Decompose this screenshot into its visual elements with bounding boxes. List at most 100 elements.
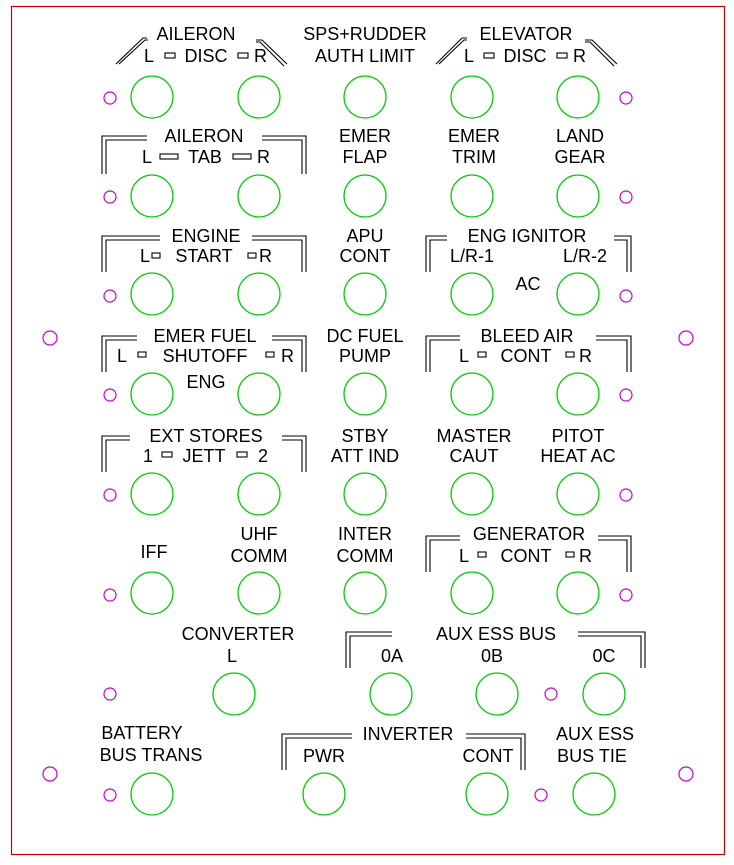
emer-flap-line2: FLAP: [342, 147, 387, 167]
emer-fuel-l: L: [117, 346, 127, 366]
mount-hole: [619, 488, 633, 502]
aileron-disc-bracket: [115, 37, 148, 65]
inverter-bracket-r: [466, 733, 526, 770]
indicator-box: [565, 551, 575, 558]
aileron-disc-mid: DISC: [184, 46, 227, 66]
inter-line1: INTER: [338, 524, 392, 544]
breaker-dc-fuel-pump[interactable]: [343, 372, 387, 416]
breaker-aux-ess-bus-tie[interactable]: [572, 772, 616, 816]
generator-bracket: [425, 535, 460, 572]
uhf-line1: UHF: [241, 524, 278, 544]
aux-bus-0a: 0A: [381, 646, 403, 666]
emer-fuel-bracket-r: [272, 335, 307, 372]
breaker-generator-r[interactable]: [556, 571, 600, 615]
breaker-eng-ignitor-1[interactable]: [450, 272, 494, 316]
converter-line1: CONVERTER: [182, 624, 295, 644]
master-line1: MASTER: [436, 426, 511, 446]
breaker-bleed-air-r[interactable]: [556, 372, 600, 416]
mount-hole: [619, 91, 633, 105]
breaker-inverter-cont[interactable]: [465, 772, 509, 816]
breaker-battery-bus-trans[interactable]: [130, 772, 174, 816]
inverter-pwr: PWR: [303, 746, 345, 766]
breaker-stby-att-ind[interactable]: [343, 472, 387, 516]
breaker-inverter-pwr[interactable]: [302, 772, 346, 816]
ext-stores-1: 1: [143, 446, 153, 466]
breaker-inter-comm[interactable]: [343, 571, 387, 615]
circuit-breakers[interactable]: [130, 75, 626, 816]
ext-stores-bracket-r: [282, 435, 307, 472]
bleed-title: BLEED AIR: [480, 326, 573, 346]
labels: AILERON L DISC R SPS+RUDDER AUTH LIMIT E…: [100, 24, 634, 766]
breaker-aileron-disc-l[interactable]: [130, 75, 174, 119]
breaker-aux-bus-0b[interactable]: [475, 672, 519, 716]
pitot-line1: PITOT: [552, 426, 605, 446]
indicator-box: [565, 351, 575, 358]
breaker-elevator-disc-r[interactable]: [556, 75, 600, 119]
group-brackets: [101, 37, 646, 770]
ext-stores-title: EXT STORES: [149, 426, 262, 446]
generator-r: R: [579, 546, 592, 566]
mount-hole: [544, 687, 558, 701]
stby-line2: ATT IND: [331, 446, 399, 466]
breaker-iff[interactable]: [130, 571, 174, 615]
mount-hole: [42, 766, 58, 782]
breaker-aileron-tab-l[interactable]: [130, 174, 174, 218]
sps-rudder-line1: SPS+RUDDER: [303, 24, 427, 44]
mount-hole: [103, 588, 117, 602]
mount-hole: [619, 190, 633, 204]
breaker-aux-bus-0c[interactable]: [582, 672, 626, 716]
breaker-sps-rudder-auth-limit[interactable]: [343, 75, 387, 119]
breaker-converter-l[interactable]: [212, 672, 256, 716]
breaker-bleed-air-l[interactable]: [450, 372, 494, 416]
breaker-pitot-heat[interactable]: [556, 472, 600, 516]
land-gear-line2: GEAR: [554, 147, 605, 167]
mount-hole: [103, 289, 117, 303]
breaker-ext-stores-1[interactable]: [130, 472, 174, 516]
breaker-elevator-disc-l[interactable]: [450, 75, 494, 119]
emer-fuel-r: R: [281, 346, 294, 366]
indicator-box: [161, 451, 173, 458]
aileron-tab-bracket-r: [262, 135, 307, 174]
engine-title: ENGINE: [171, 226, 240, 246]
aux-bus-0b: 0B: [481, 646, 503, 666]
mount-hole: [103, 91, 117, 105]
aileron-disc-l: L: [144, 46, 154, 66]
breaker-generator-l[interactable]: [450, 571, 494, 615]
breaker-emer-flap[interactable]: [343, 174, 387, 218]
breaker-aileron-tab-r[interactable]: [237, 174, 281, 218]
aux-tie-line1: AUX ESS: [556, 724, 634, 744]
breaker-emer-fuel-r[interactable]: [237, 372, 281, 416]
generator-bracket-r: [598, 535, 632, 572]
mount-hole: [619, 588, 633, 602]
indicator-box: [477, 551, 487, 558]
breaker-uhf-comm[interactable]: [237, 571, 281, 615]
indicator-boxes: [137, 52, 575, 558]
bleed-bracket-r: [596, 335, 632, 372]
elevator-disc-r: R: [573, 46, 586, 66]
aux-bus-0c: 0C: [592, 646, 615, 666]
breaker-emer-trim[interactable]: [450, 174, 494, 218]
breaker-emer-fuel-l[interactable]: [130, 372, 174, 416]
ext-stores-2: 2: [258, 446, 268, 466]
breaker-apu-cont[interactable]: [343, 272, 387, 316]
generator-mid: CONT: [501, 546, 552, 566]
breaker-aux-bus-0a[interactable]: [369, 672, 413, 716]
aux-bus-bracket-r: [578, 631, 646, 668]
emer-flap-line1: EMER: [339, 126, 391, 146]
mount-hole: [678, 330, 694, 346]
bleed-r: R: [579, 346, 592, 366]
indicator-box: [232, 153, 252, 160]
mount-hole: [103, 687, 117, 701]
inverter-title: INVERTER: [363, 724, 454, 744]
breaker-ext-stores-2[interactable]: [237, 472, 281, 516]
breaker-master-caut[interactable]: [450, 472, 494, 516]
breaker-land-gear[interactable]: [556, 174, 600, 218]
breaker-eng-ignitor-2[interactable]: [556, 272, 600, 316]
aileron-tab-mid: TAB: [188, 147, 222, 167]
breaker-engine-start-l[interactable]: [130, 272, 174, 316]
aileron-disc-bracket-r: [256, 39, 288, 67]
ignitor-left: L/R-1: [450, 246, 494, 266]
breaker-aileron-disc-r[interactable]: [237, 75, 281, 119]
breaker-engine-start-r[interactable]: [237, 272, 281, 316]
